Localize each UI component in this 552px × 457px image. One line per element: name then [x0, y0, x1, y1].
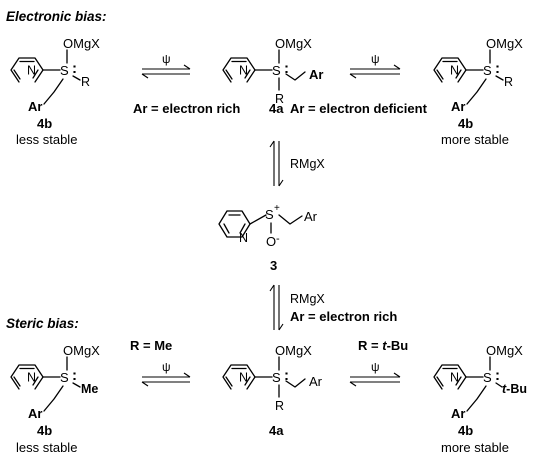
electronic-arrow-2-label: ψ	[371, 52, 380, 66]
electronic-condition-1: Ar = electron rich	[133, 101, 240, 116]
steric-left-4b-structure: N S OMgX : Me Ar	[10, 343, 100, 421]
tert-butyl-rest: -Bu	[506, 382, 527, 396]
electronic-right-4b-structure: N S OMgX : R Ar	[433, 36, 523, 114]
steric-condition-right-rest: -Bu	[387, 338, 409, 353]
lone-pair-dots: :	[284, 367, 289, 384]
electronic-bias-title: Electronic bias:	[6, 9, 107, 24]
lone-pair-dots: :	[495, 60, 500, 77]
pyridine-n: N	[27, 371, 36, 385]
tert-butyl-t: t	[502, 382, 507, 396]
sulfur-atom: S	[272, 370, 281, 385]
ar-group: Ar	[28, 99, 42, 114]
r-group: R	[81, 75, 90, 89]
methyl-group: Me	[81, 382, 98, 396]
lone-pair-dots: :	[72, 60, 77, 77]
compound-3-label: 3	[270, 258, 277, 273]
lone-pair-dots: :	[72, 367, 77, 384]
vertical-equilibrium-arrow-bottom	[269, 284, 284, 331]
r-group: R	[275, 92, 284, 106]
electronic-right-label: 4b	[458, 116, 473, 131]
ar-group: Ar	[451, 406, 465, 421]
electronic-right-caption: more stable	[441, 132, 509, 147]
reagent-top: RMgX	[290, 157, 325, 171]
pyridine-n: N	[239, 64, 248, 78]
pyridine-n: N	[239, 231, 248, 245]
oxygen-minus-charge: -	[276, 233, 280, 245]
ar-group: Ar	[304, 209, 318, 224]
lone-pair-dots: :	[495, 367, 500, 384]
omgx-group: OMgX	[63, 36, 100, 51]
electronic-left-4b-structure: N S OMgX : R Ar	[10, 36, 100, 114]
electronic-left-caption: less stable	[16, 132, 77, 147]
sulfoxide-3-structure: N S + O - Ar	[218, 203, 318, 249]
electronic-condition-2: Ar = electron deficient	[290, 101, 428, 116]
steric-right-caption: more stable	[441, 440, 509, 455]
steric-condition-right-prefix: R =	[358, 338, 382, 353]
steric-arrow-2-label: ψ	[371, 360, 380, 374]
steric-condition-right-t: t	[382, 338, 387, 353]
steric-condition-right: R = t-Bu	[358, 338, 408, 353]
oxygen-atom: O	[266, 234, 276, 249]
sulfur-plus-charge: +	[274, 203, 280, 214]
omgx-group: OMgX	[486, 36, 523, 51]
omgx-group: OMgX	[486, 343, 523, 358]
reagent-bottom-condition: Ar = electron rich	[290, 309, 397, 324]
tert-butyl-group: t-Bu	[502, 382, 527, 396]
lone-pair-dots: :	[284, 60, 289, 77]
steric-center-4a-structure: N S OMgX : R Ar	[222, 343, 323, 413]
steric-condition-left: R = Me	[130, 338, 172, 353]
pyridine-n: N	[239, 371, 248, 385]
vertical-equilibrium-arrow-top	[269, 140, 284, 187]
steric-left-caption: less stable	[16, 440, 77, 455]
electronic-arrow-1-label: ψ	[162, 52, 171, 66]
sulfur-atom: S	[60, 370, 69, 385]
sulfur-atom: S	[272, 63, 281, 78]
ar-group: Ar	[451, 99, 465, 114]
electronic-center-label: 4a	[269, 101, 284, 116]
electronic-equilibrium-arrow-2	[349, 64, 401, 79]
ar-group: Ar	[28, 406, 42, 421]
steric-center-label: 4a	[269, 423, 284, 438]
pyridine-n: N	[27, 64, 36, 78]
pyridine-n: N	[450, 64, 459, 78]
electronic-equilibrium-arrow-1	[141, 64, 191, 79]
r-group: R	[275, 399, 284, 413]
omgx-group: OMgX	[275, 36, 312, 51]
omgx-group: OMgX	[63, 343, 100, 358]
reagent-bottom: RMgX	[290, 292, 325, 306]
r-group: R	[504, 75, 513, 89]
steric-arrow-1-label: ψ	[162, 360, 171, 374]
steric-bias-title: Steric bias:	[6, 316, 79, 331]
steric-equilibrium-arrow-2	[349, 372, 401, 387]
pyridine-n: N	[450, 371, 459, 385]
sulfur-atom: S	[265, 207, 274, 222]
steric-equilibrium-arrow-1	[141, 372, 191, 387]
ar-group: Ar	[309, 374, 323, 389]
steric-left-label: 4b	[37, 423, 52, 438]
electronic-center-4a-structure: N S OMgX : R Ar	[222, 36, 323, 106]
steric-right-label: 4b	[458, 423, 473, 438]
omgx-group: OMgX	[275, 343, 312, 358]
sulfur-atom: S	[483, 63, 492, 78]
electronic-left-label: 4b	[37, 116, 52, 131]
ar-group: Ar	[309, 67, 323, 82]
sulfur-atom: S	[60, 63, 69, 78]
sulfur-atom: S	[483, 370, 492, 385]
steric-right-4b-structure: N S OMgX : t-Bu Ar	[433, 343, 527, 421]
